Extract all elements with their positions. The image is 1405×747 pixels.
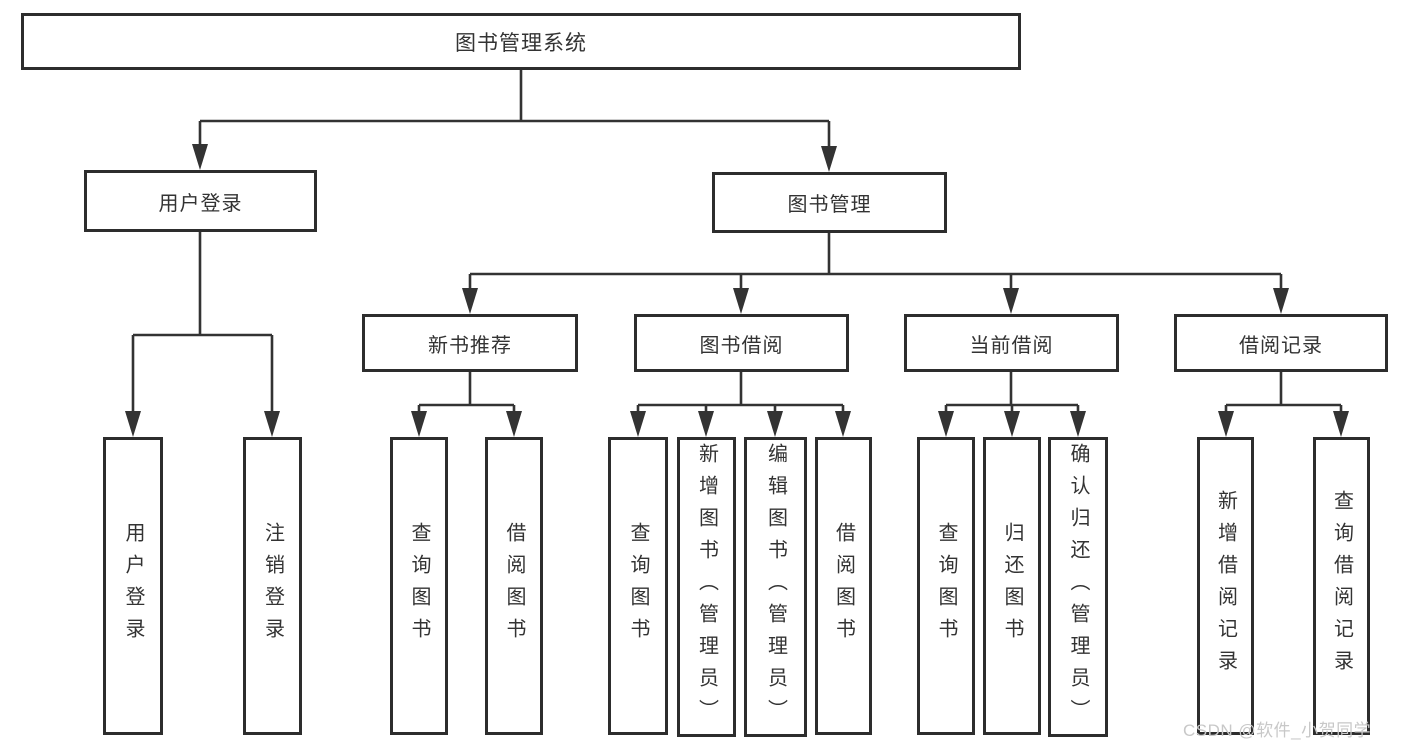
leaf-add-book-admin: 新增图书（管理员） (677, 437, 736, 737)
leaf-borrow-books-recommend: 借阅图书 (485, 437, 543, 735)
leaf-user-login: 用户登录 (103, 437, 163, 735)
leaf-query-books-borrowing: 查询图书 (608, 437, 668, 735)
node-borrowing-records: 借阅记录 (1174, 314, 1388, 372)
node-current-borrowing: 当前借阅 (904, 314, 1119, 372)
node-library-management-system: 图书管理系统 (21, 13, 1021, 70)
connector-book-management-to-groups (462, 233, 1289, 314)
leaf-query-borrow-record: 查询借阅记录 (1313, 437, 1370, 735)
leaf-return-books: 归还图书 (983, 437, 1041, 735)
leaf-borrow-books-borrowing: 借阅图书 (815, 437, 872, 735)
connector-current-borrowing-to-leaves (938, 372, 1086, 437)
leaf-query-books-current: 查询图书 (917, 437, 975, 735)
connector-user-login-to-leaves (125, 232, 280, 437)
connector-root-to-branches (192, 69, 837, 172)
connector-book-borrowing-to-leaves (630, 372, 851, 437)
leaf-add-borrow-record: 新增借阅记录 (1197, 437, 1254, 735)
node-book-management-branch: 图书管理 (712, 172, 947, 233)
leaf-edit-book-admin: 编辑图书（管理员） (744, 437, 807, 737)
connector-borrowing-records-to-leaves (1218, 372, 1349, 437)
leaf-confirm-return-admin: 确认归还（管理员） (1048, 437, 1108, 737)
leaf-query-books-recommend: 查询图书 (390, 437, 448, 735)
connector-new-book-recommendation-to-leaves (411, 372, 522, 437)
csdn-watermark: CSDN @软件_小贺同学 (1183, 721, 1372, 740)
node-new-book-recommendation: 新书推荐 (362, 314, 578, 372)
node-user-login-branch: 用户登录 (84, 170, 317, 232)
node-book-borrowing: 图书借阅 (634, 314, 849, 372)
leaf-logout: 注销登录 (243, 437, 302, 735)
